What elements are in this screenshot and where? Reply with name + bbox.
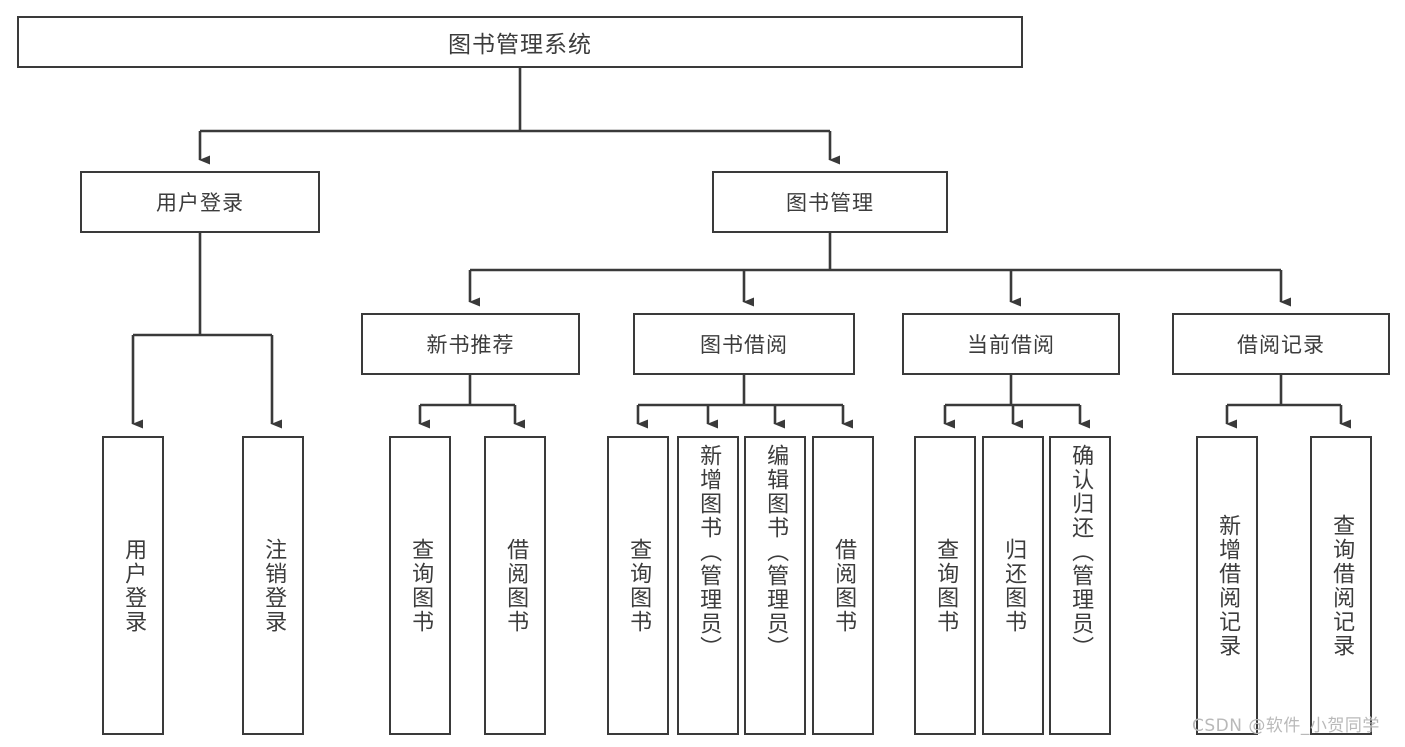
node-leaf-confirm-return-admin-label: 确认归还（管理员） [1068, 444, 1094, 660]
node-leaf-add-book-admin[interactable]: 新增图书（管理员） [677, 436, 739, 735]
node-root[interactable]: 图书管理系统 [17, 16, 1023, 68]
node-leaf-user-logout-label: 注销登录 [261, 537, 287, 634]
node-current-borrow[interactable]: 当前借阅 [902, 313, 1120, 375]
node-leaf-query-book-label: 查询图书 [626, 537, 652, 634]
node-leaf-borrow-book[interactable]: 借阅图书 [812, 436, 874, 735]
node-book-borrow-label: 图书借阅 [700, 333, 788, 357]
node-leaf-query-record-label: 查询借阅记录 [1329, 513, 1355, 658]
node-leaf-return-book-label: 归还图书 [1001, 537, 1027, 634]
node-new-book-rec-label: 新书推荐 [426, 333, 515, 357]
node-leaf-borrow-book-rec-label: 借阅图书 [503, 537, 529, 634]
node-leaf-add-record-label: 新增借阅记录 [1215, 513, 1241, 658]
node-leaf-query-book-cur-label: 查询图书 [933, 537, 959, 634]
node-leaf-user-logout[interactable]: 注销登录 [242, 436, 304, 735]
node-leaf-query-book-rec[interactable]: 查询图书 [389, 436, 451, 735]
node-leaf-edit-book-admin[interactable]: 编辑图书（管理员） [744, 436, 806, 735]
node-book-manage-label: 图书管理 [786, 191, 874, 215]
node-current-borrow-label: 当前借阅 [967, 333, 1055, 357]
node-leaf-confirm-return-admin[interactable]: 确认归还（管理员） [1049, 436, 1111, 735]
node-leaf-borrow-book-label: 借阅图书 [831, 537, 857, 634]
node-book-borrow[interactable]: 图书借阅 [633, 313, 855, 375]
csdn-watermark: CSDN @软件_小贺同学 [1192, 716, 1380, 736]
node-leaf-query-book[interactable]: 查询图书 [607, 436, 669, 735]
node-leaf-add-record[interactable]: 新增借阅记录 [1196, 436, 1258, 735]
node-new-book-rec[interactable]: 新书推荐 [361, 313, 580, 375]
node-root-label: 图书管理系统 [448, 32, 592, 58]
node-leaf-borrow-book-rec[interactable]: 借阅图书 [484, 436, 546, 735]
node-leaf-user-login[interactable]: 用户登录 [102, 436, 164, 735]
node-leaf-user-login-label: 用户登录 [121, 537, 147, 634]
node-leaf-query-book-cur[interactable]: 查询图书 [914, 436, 976, 735]
node-leaf-return-book[interactable]: 归还图书 [982, 436, 1044, 735]
node-leaf-query-book-rec-label: 查询图书 [408, 537, 434, 634]
node-user-login[interactable]: 用户登录 [80, 171, 320, 233]
node-user-login-label: 用户登录 [156, 191, 244, 215]
node-leaf-edit-book-admin-label: 编辑图书（管理员） [763, 444, 789, 660]
node-leaf-query-record[interactable]: 查询借阅记录 [1310, 436, 1372, 735]
node-borrow-record[interactable]: 借阅记录 [1172, 313, 1390, 375]
node-book-manage[interactable]: 图书管理 [712, 171, 948, 233]
node-borrow-record-label: 借阅记录 [1237, 333, 1325, 357]
node-leaf-add-book-admin-label: 新增图书（管理员） [696, 444, 722, 660]
